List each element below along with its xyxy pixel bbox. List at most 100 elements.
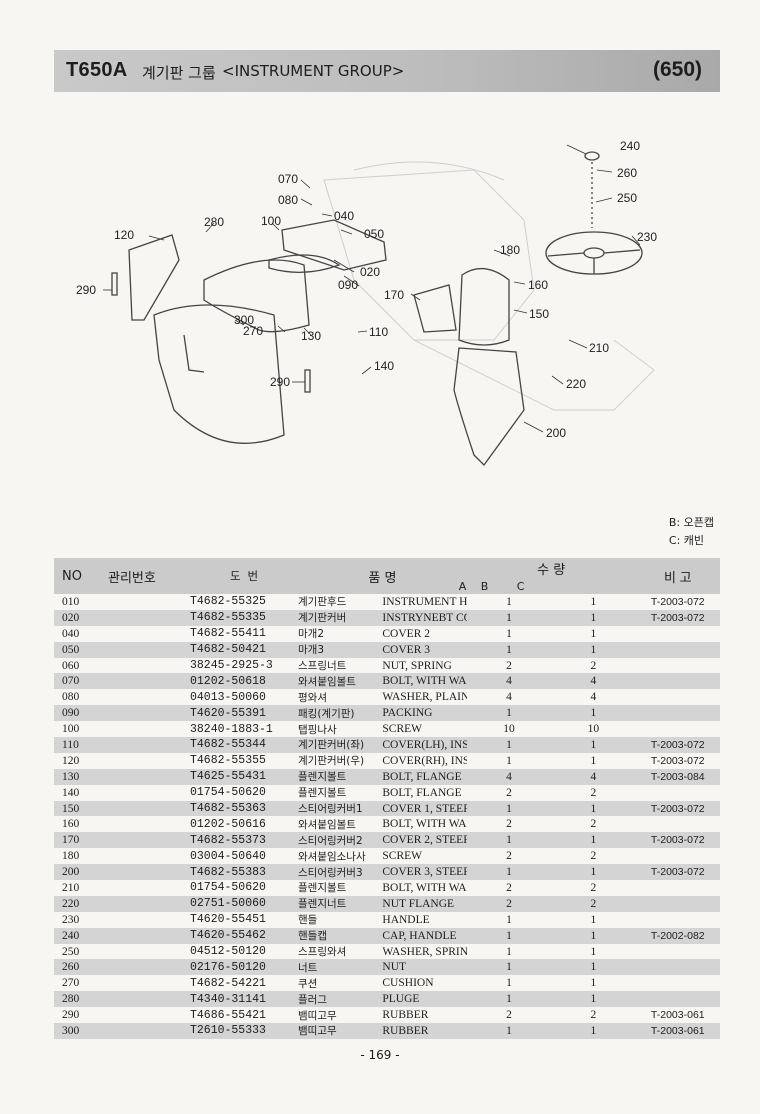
cell-no: 260 (54, 959, 108, 976)
group-title-english: <INSTRUMENT GROUP> (222, 62, 405, 80)
cell-name-korean: 패킹(계기판) (298, 705, 383, 722)
cell-qty-b: 1 (506, 945, 512, 958)
packing-shape (268, 254, 341, 273)
cell-qty-b: 1 (466, 864, 552, 881)
cell-control-no (108, 864, 190, 881)
page-code: (650) (652, 58, 702, 81)
cell-control-no (108, 816, 190, 832)
cell-name-english: HANDLE (382, 913, 430, 926)
cell-remarks: T-2003-072 (650, 595, 705, 608)
cell-qty-b: 2 (506, 786, 512, 799)
steering-wheel-hub (583, 247, 605, 259)
col-header-part-no: 도 번 (190, 558, 298, 594)
cell-qty-c: 2 (551, 895, 636, 912)
cell-qty-c: 1 (590, 977, 597, 990)
cell-control-no (108, 944, 190, 960)
cell-name-english: BOLT, FLANGE (382, 768, 467, 785)
cell-qty-c: 10 (587, 723, 600, 736)
part-outlines (111, 151, 643, 466)
cell-qty-c: 2 (590, 1009, 597, 1022)
cell-qty-b: 1 (466, 959, 552, 976)
callout-label: 200 (546, 426, 566, 440)
callout-label: 180 (500, 243, 520, 257)
cell-name-english: BOLT, WITH WASHER (382, 673, 467, 690)
cell-name-korean: 쿠션 (298, 977, 318, 990)
cell-no: 070 (54, 673, 108, 690)
qty-title: 수 량 (537, 563, 566, 578)
cell-remarks (636, 816, 720, 832)
cell-qty-c: 1 (590, 913, 597, 926)
cell-no: 090 (54, 705, 108, 722)
cell-qty-b: 1 (466, 991, 552, 1008)
cell-no: 300 (54, 1023, 108, 1039)
cell-remarks (636, 658, 720, 674)
callout-label: 090 (338, 278, 358, 292)
cell-qty-b: 2 (506, 881, 512, 894)
cell-remarks: T-2002-082 (635, 927, 720, 944)
cell-control-no (108, 641, 190, 658)
cell-part-no: 38240-1883-1 (190, 722, 273, 736)
cell-name-english: COVER 2 (382, 627, 430, 640)
cell-no: 060 (62, 659, 80, 672)
cell-remarks (636, 944, 720, 960)
cell-control-no (108, 753, 190, 769)
cell-control-no (108, 609, 190, 626)
cell-name-english: COVER 1, STEERING (382, 800, 467, 817)
cell-name-english: PACKING (382, 705, 467, 722)
cell-name-korean: 플렌지볼트 (298, 882, 347, 895)
callout-label: 140 (374, 359, 394, 373)
cell-name-english: COVER(LH), INSTRUMENT (382, 737, 467, 753)
cell-name-korean: 플렌지너트 (298, 895, 383, 912)
cell-remarks (636, 848, 720, 864)
cell-remarks (636, 689, 720, 705)
cell-name-english: PLUGE (382, 991, 467, 1008)
cell-remarks (636, 721, 720, 737)
cell-qty-c: 2 (590, 818, 597, 831)
cell-qty-b: 1 (466, 832, 552, 849)
callout-label: 250 (617, 191, 637, 205)
callout-labels: 240 260 250 230 070 080 040 050 020 100 … (76, 139, 657, 440)
col-header-no: NO (54, 558, 108, 594)
cell-no: 020 (54, 609, 108, 626)
cell-part-no: 04512-50120 (190, 945, 266, 959)
cell-control-no (108, 673, 190, 690)
callout-label: 170 (384, 288, 404, 302)
cell-name-english: INSTRYNEBT COVER (382, 609, 467, 626)
cell-qty-c: 2 (590, 659, 597, 672)
callout-label: 210 (589, 341, 609, 355)
panel-rh-shape (128, 234, 180, 321)
cell-part-no: T4625-55431 (190, 768, 298, 785)
cell-remarks: T-2003-072 (635, 609, 720, 626)
cell-qty-c: 1 (551, 959, 636, 976)
cell-name-korean: 계기판커버(우) (298, 755, 365, 768)
cell-name-english: WASHER, PLAIN (382, 691, 467, 704)
callout-label: 300 (234, 313, 254, 327)
cell-no: 080 (62, 691, 80, 704)
instrument-hood-shape (203, 259, 310, 333)
cell-no: 160 (62, 818, 80, 831)
cell-qty-b: 1 (506, 627, 512, 640)
cell-no: 010 (62, 595, 80, 608)
cell-qty-b: 1 (506, 595, 512, 608)
callout-label: 220 (566, 377, 586, 391)
cell-qty-b: 4 (466, 673, 552, 690)
cell-name-korean: 플렌지볼트 (298, 787, 347, 800)
cell-part-no: T2610-55333 (190, 1023, 298, 1039)
callout-label: 020 (360, 265, 380, 279)
cell-name-korean: 마개2 (298, 628, 325, 641)
cell-qty-b: 1 (466, 1023, 552, 1039)
cell-qty-c: 4 (551, 768, 636, 785)
cell-qty-b: 2 (506, 850, 512, 863)
exploded-parts-diagram: 240 260 250 230 070 080 040 050 020 100 … (54, 110, 720, 515)
